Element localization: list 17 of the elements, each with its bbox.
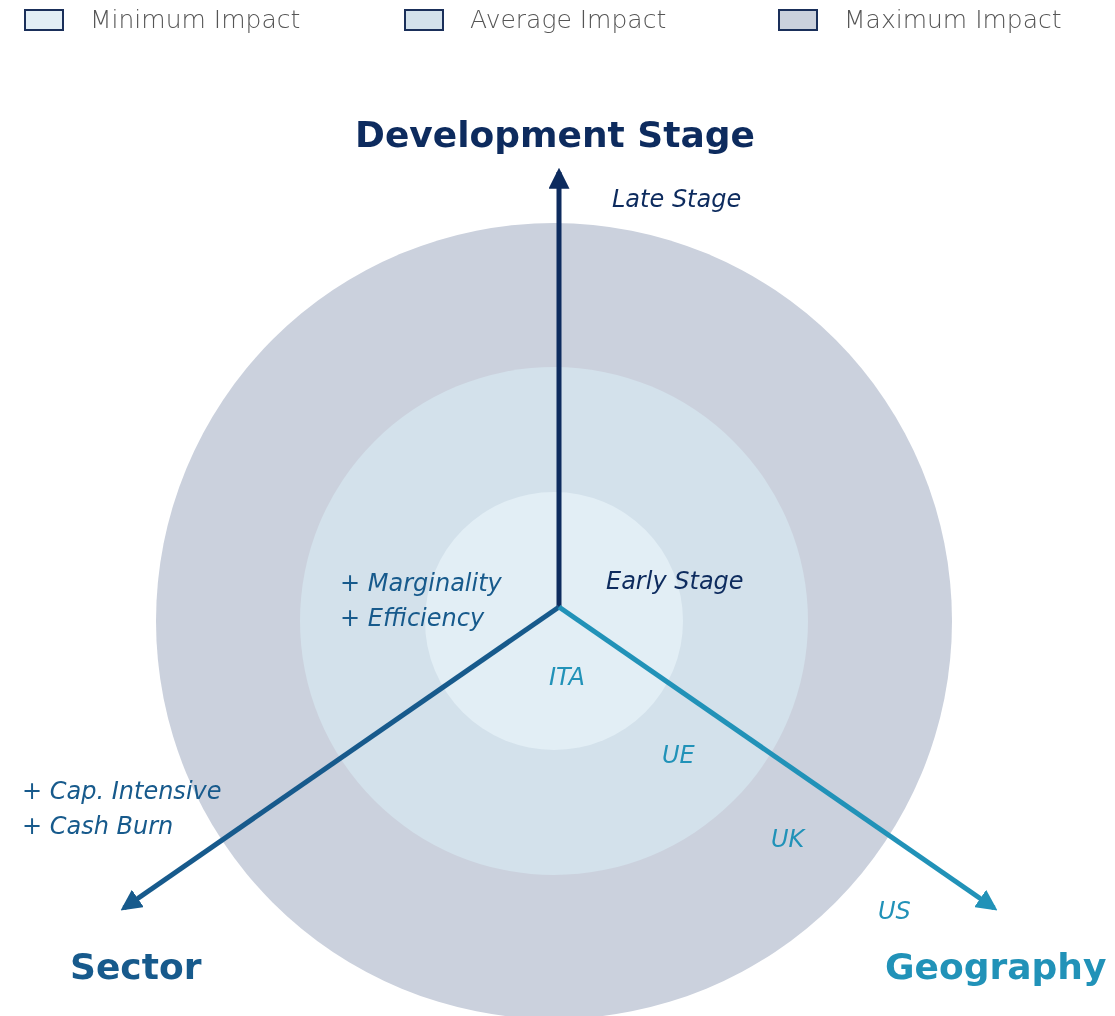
axis-arrow [557,604,998,911]
axis-arrow [548,167,570,607]
axis-label: + Cap. Intensive + Cash Burn [22,776,223,842]
stage-label: Early Stage [606,566,744,597]
axis-label: UE [662,740,695,771]
axis-label: ITA [549,662,585,693]
axis-arrow [120,604,561,911]
legend-label: Average Impact [470,5,667,35]
axis-title: Development Stage [355,113,755,157]
legend-label: Maximum Impact [844,5,1062,35]
stage-label: + Marginality + Efficiency [340,568,503,634]
axis-label: UK [771,824,805,855]
axis-title: Sector [70,945,202,989]
stage-label: Late Stage [612,184,742,215]
axis-label: US [878,896,911,927]
legend-label: Minimum Impact [90,5,301,35]
axis-title: Geography [885,945,1107,989]
